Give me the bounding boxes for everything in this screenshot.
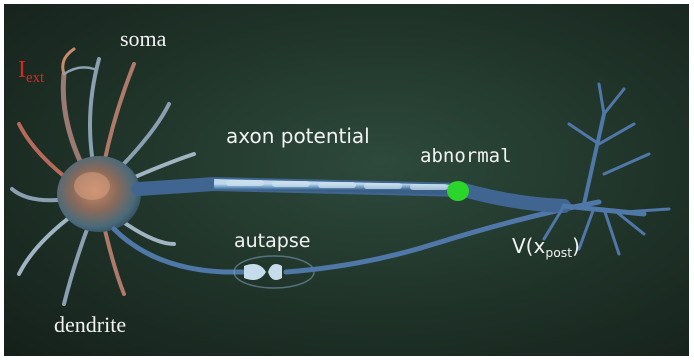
label-v-post-suffix: ) [572,234,580,258]
label-v-post-prefix: V(x [512,234,545,258]
label-soma: soma [120,28,166,50]
label-dendrite: dendrite [54,314,126,336]
label-autapse: autapse [234,232,310,251]
axon-terminal [544,84,669,254]
abnormal-dot [447,181,469,201]
autapse-loop-path [114,229,254,272]
illustration-panel: soma Iext axon potential abnormal autaps… [4,4,689,356]
label-i-ext-sub: ext [26,70,44,86]
label-i-ext: Iext [18,58,44,82]
label-v-post-sub: post [545,245,572,260]
label-abnormal: abnormal [420,147,512,166]
label-i-ext-main: I [18,57,26,83]
label-v-post: V(xpost) [512,236,580,256]
neuron-illustration [4,4,689,356]
label-axon-potential: axon potential [226,126,370,146]
